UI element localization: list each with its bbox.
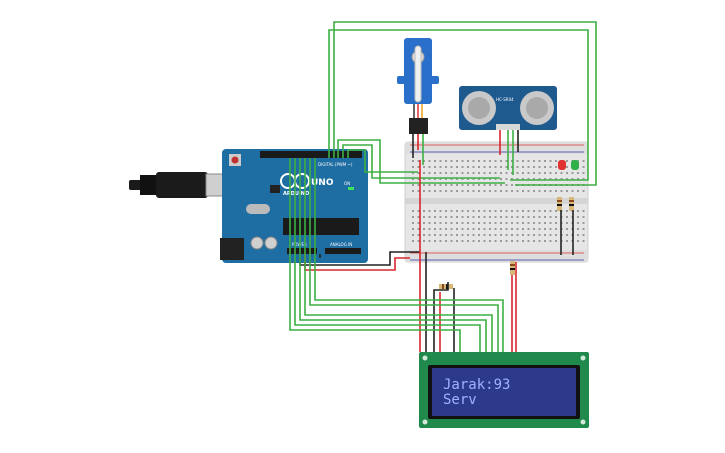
ultrasonic-sensor: HC-SR04: [459, 86, 557, 130]
lcd-line-1: Jarak:93: [443, 377, 510, 393]
lcd-display: Jarak:93 Serv: [419, 352, 589, 428]
lcd-line-2: Serv: [443, 392, 477, 408]
red-led: [558, 160, 566, 170]
on-label: ON: [344, 181, 350, 186]
breadboard-holes: [412, 160, 585, 242]
atmega-chip: [283, 218, 359, 235]
resistor-3: [510, 261, 515, 275]
resistor-1: [557, 197, 562, 211]
green-led: [571, 160, 579, 170]
brand-label: ARDUINO: [283, 191, 309, 197]
servo-motor: [397, 38, 439, 134]
arduino-uno-board: DIGITAL (PWM ~) ARDUINO UNO ON POWER ANA…: [220, 149, 368, 263]
sensor-model-label: HC-SR04: [496, 97, 514, 102]
power-header: [287, 248, 317, 254]
reset-button: [231, 156, 239, 164]
usb-cable: [129, 172, 225, 198]
power-jack: [220, 238, 244, 260]
resistor-4: [439, 284, 453, 289]
resistor-2: [569, 197, 574, 211]
servo-connector: [409, 118, 428, 134]
wires: [289, 21, 597, 352]
breadboard: [404, 141, 589, 263]
digital-header: [260, 151, 362, 158]
analog-header: [325, 248, 361, 254]
digital-label: DIGITAL (PWM ~): [318, 162, 353, 167]
analog-label: ANALOG IN: [330, 242, 352, 247]
model-label: UNO: [311, 178, 334, 188]
